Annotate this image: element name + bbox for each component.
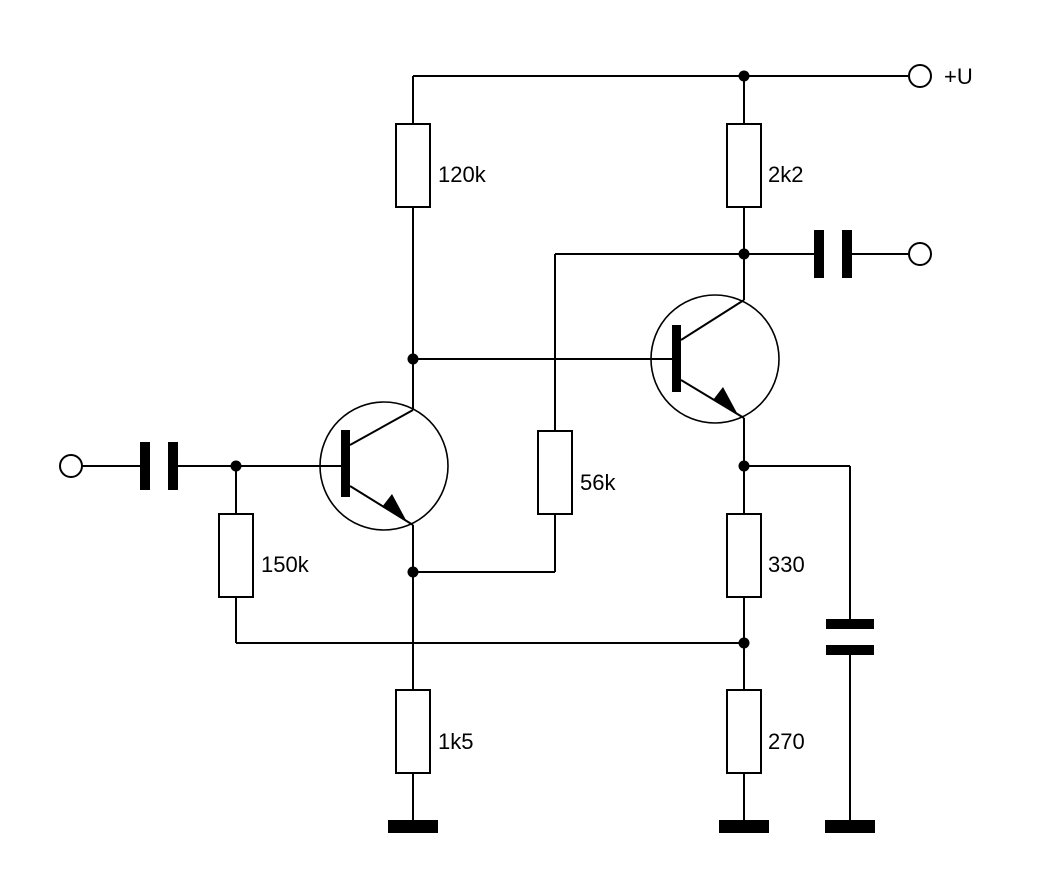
resistor-r6	[395, 689, 431, 774]
resistor-r5-label: 330	[768, 552, 805, 577]
resistor-r3-label: 56k	[580, 470, 616, 495]
ground-right	[825, 820, 875, 833]
resistor-r5	[726, 513, 762, 598]
input-terminal	[59, 454, 83, 478]
resistor-r1	[395, 123, 431, 208]
supply-label: +U	[944, 64, 973, 89]
junctions	[230, 70, 750, 649]
output-terminal	[908, 242, 932, 266]
resistor-r1-label: 120k	[438, 162, 487, 187]
input-capacitor	[140, 442, 178, 490]
transistor-right	[650, 294, 780, 424]
resistor-r4	[218, 513, 254, 598]
bypass-capacitor	[826, 619, 874, 655]
resistor-r2-label: 2k2	[768, 162, 803, 187]
supply-terminal	[908, 64, 932, 88]
wires	[82, 75, 908, 820]
resistor-r7-label: 270	[768, 729, 805, 754]
output-capacitor	[814, 230, 852, 278]
resistor-r7	[726, 689, 762, 774]
resistor-r3	[537, 430, 573, 515]
resistor-r4-label: 150k	[261, 552, 310, 577]
resistor-r2	[726, 123, 762, 208]
ground-middle	[719, 820, 769, 833]
transistor-left	[319, 401, 449, 531]
ground-left	[388, 820, 438, 833]
resistor-r6-label: 1k5	[438, 729, 473, 754]
